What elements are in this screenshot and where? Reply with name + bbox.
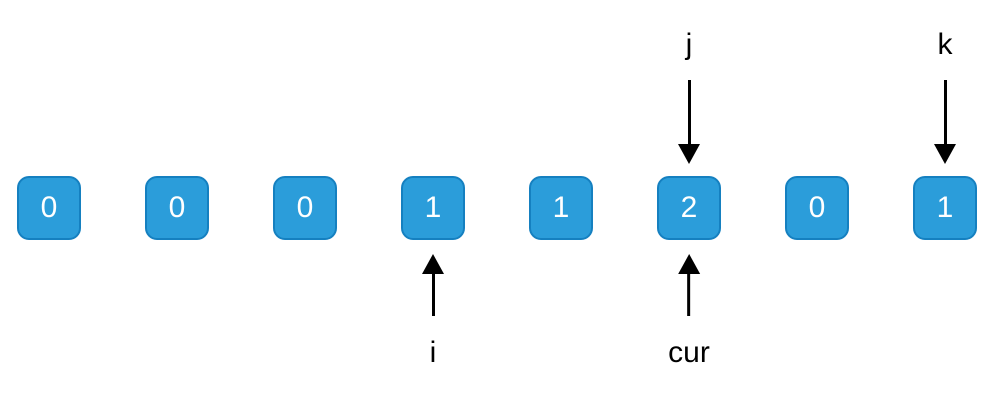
array-cell-value: 0 <box>168 191 186 224</box>
pointer-cur: cur <box>668 254 710 370</box>
array-cell-value: 0 <box>296 191 314 224</box>
array-cell-value: 1 <box>552 191 570 224</box>
array-cell-value: 0 <box>808 191 826 224</box>
array-cell: 1 <box>913 176 977 240</box>
pointer-label: i <box>429 336 437 369</box>
pointer-i: i <box>422 254 444 370</box>
array-cell-value: 1 <box>424 191 442 224</box>
array-cell: 0 <box>273 176 337 240</box>
arrow-shaft <box>431 274 435 316</box>
array-cell: 1 <box>529 176 593 240</box>
pointer-label: j <box>685 28 693 61</box>
array-cell-value: 0 <box>40 191 58 224</box>
arrow-shaft <box>687 274 691 316</box>
pointer-k: k <box>934 28 956 164</box>
arrow-down-icon <box>678 144 700 164</box>
array-cell: 1 <box>401 176 465 240</box>
pointer-label: k <box>937 28 953 61</box>
pointer-j: j <box>678 28 700 164</box>
arrow-shaft <box>943 80 947 144</box>
array-cell-value: 1 <box>936 191 954 224</box>
arrow-up-icon <box>678 254 700 274</box>
arrow-up-icon <box>422 254 444 274</box>
array-cell: 0 <box>785 176 849 240</box>
array-cell: 0 <box>145 176 209 240</box>
array-cell: 2 <box>657 176 721 240</box>
pointer-label: cur <box>668 336 710 369</box>
arrow-down-icon <box>934 144 956 164</box>
arrow-shaft <box>687 80 691 144</box>
array-cell-value: 2 <box>680 191 698 224</box>
array-cell: 0 <box>17 176 81 240</box>
